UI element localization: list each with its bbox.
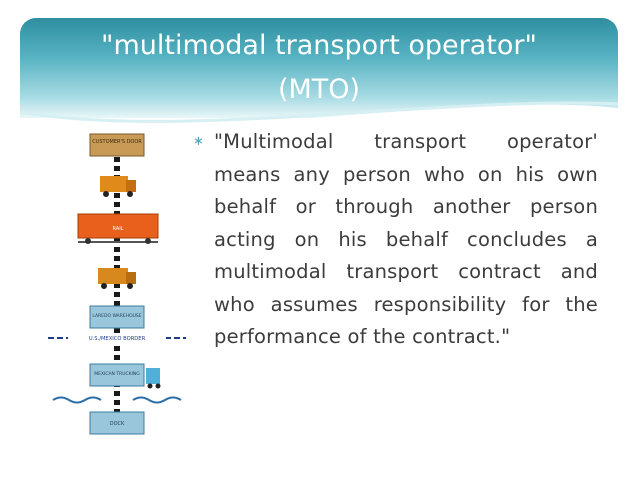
customers-door-box: CUSTOMER'S DOOR [89, 133, 145, 157]
mexican-trucking-box: MEXICAN TRUCKING [89, 363, 161, 389]
warehouse-box: LAREDO WAREHOUSE [89, 305, 145, 329]
label-dock: DOCK [110, 421, 125, 427]
title-banner [20, 18, 618, 118]
label-customers-door: CUSTOMER'S DOOR [92, 139, 142, 145]
truck-icon [100, 176, 136, 197]
border-line: U.S./MEXICO BORDER [48, 333, 186, 343]
slide-title: "multimodal transport operator" (MTO) [20, 24, 618, 112]
title-line-2: (MTO) [277, 74, 361, 105]
definition-paragraph: "Multimodal transport operator' means an… [214, 130, 598, 348]
rail-car-icon: RAIL [77, 213, 159, 244]
label-border: U.S./MEXICO BORDER [89, 336, 146, 342]
truck-icon [98, 268, 136, 289]
transport-flow-diagram: CUSTOMER'S DOOR RAIL [48, 128, 186, 440]
dock-box: DOCK [89, 411, 145, 435]
label-rail: RAIL [113, 226, 124, 232]
label-warehouse: LAREDO WAREHOUSE [92, 313, 141, 319]
bullet-icon: ∗ [193, 134, 204, 149]
label-mexican-trucking: MEXICAN TRUCKING [94, 371, 140, 377]
title-line-1: "multimodal transport operator" [101, 30, 537, 61]
